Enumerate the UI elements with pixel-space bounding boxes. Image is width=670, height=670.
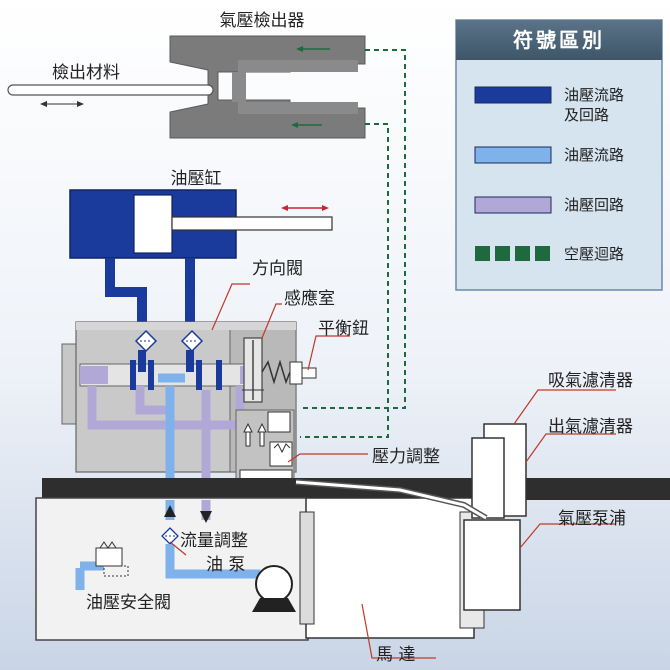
oil-pump <box>252 565 296 612</box>
label-outlet-filter: 出氣濾清器 <box>548 417 633 437</box>
legend-item-3-line1: 空壓迴路 <box>564 245 624 263</box>
flow-arrows <box>164 505 212 523</box>
air-arrow-upper <box>296 46 330 52</box>
valve-port-passages <box>138 350 194 372</box>
air-supply-hose <box>295 479 488 521</box>
label-detect-material: 檢出材料 <box>52 63 120 83</box>
label-directional-valve: 方向閥 <box>252 259 303 279</box>
label-intake-filter: 吸氣濾清器 <box>548 371 633 391</box>
detected-material-bar <box>7 84 214 96</box>
sensing-air-port <box>267 411 291 433</box>
sensing-chamber <box>242 337 317 403</box>
label-pneumatic-detector: 氣壓檢出器 <box>220 11 305 31</box>
label-oil-pump: 油 泵 <box>206 555 245 575</box>
piston-rod-arrow <box>281 205 329 211</box>
label-pressure-adjust: 壓力調整 <box>372 447 440 467</box>
cylinder-hoses <box>105 258 195 326</box>
flow-adjust-symbol <box>161 527 179 545</box>
air-pump <box>463 519 521 611</box>
legend-swatch-2 <box>474 196 552 214</box>
legend-item-0-line2: 及回路 <box>564 106 609 124</box>
motor <box>299 497 485 639</box>
material-arrow <box>40 101 84 107</box>
label-flow-adjust: 流量調整 <box>180 531 248 551</box>
legend-swatch-0 <box>474 86 552 104</box>
sensing-arrows <box>243 422 267 447</box>
label-hydraulic-cylinder: 油壓缸 <box>171 168 222 189</box>
valve-port-symbol-right <box>180 329 204 353</box>
hydraulic-cylinder <box>69 189 333 259</box>
leader-lines <box>169 283 616 659</box>
air-circuit-lines <box>300 49 406 438</box>
outlet-filter <box>471 437 505 519</box>
label-motor: 馬 達 <box>376 645 415 665</box>
legend-swatch-3 <box>475 246 550 261</box>
air-arrow-lower <box>291 122 322 128</box>
label-balance-button: 平衡鈕 <box>318 319 369 339</box>
legend-item-0-line1: 油壓流路 <box>564 86 624 104</box>
label-air-pump: 氣壓泵浦 <box>558 509 626 529</box>
legend-title: 符號區別 <box>513 28 605 52</box>
valve-port-symbol-left <box>134 329 158 353</box>
legend-swatch-1 <box>474 146 552 164</box>
legend-item-2-line1: 油壓回路 <box>564 196 624 214</box>
label-safety-valve: 油壓安全閥 <box>86 593 171 613</box>
legend-item-1-line1: 油壓流路 <box>564 146 624 164</box>
spool-lands <box>130 360 222 390</box>
safety-valve <box>95 541 129 577</box>
label-sensing-chamber: 感應室 <box>284 288 335 309</box>
